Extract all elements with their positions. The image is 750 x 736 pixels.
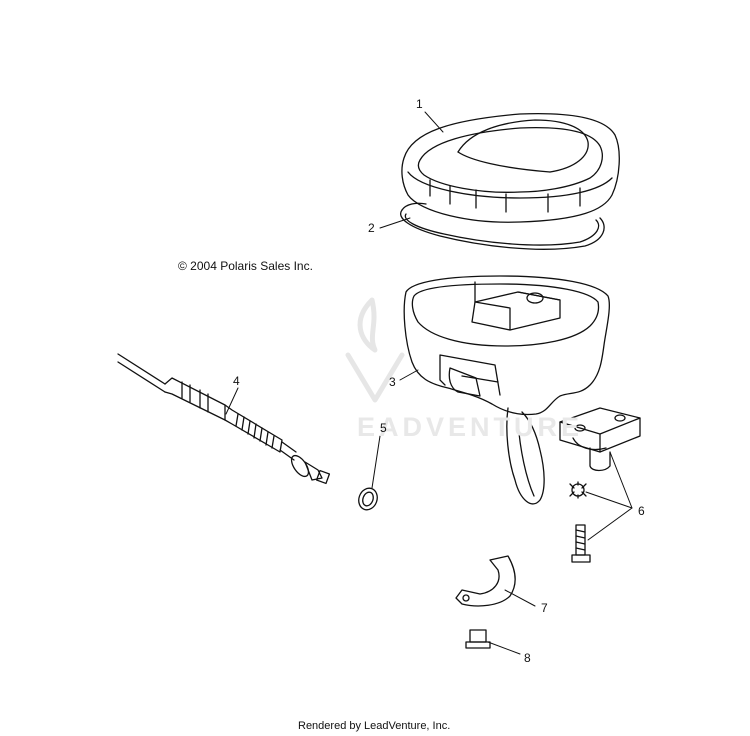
throttle-cable: [117, 353, 331, 485]
o-ring: [358, 487, 378, 511]
throttle-housing: [403, 275, 610, 505]
clamp-assembly: [559, 407, 641, 563]
bracket: [455, 555, 516, 607]
callout-2: 2: [368, 221, 375, 235]
watermark-text: EADVENTURE: [357, 412, 584, 442]
leader-lines: [225, 111, 633, 655]
callout-4: 4: [233, 374, 240, 388]
housing-cover: [401, 113, 620, 223]
gasket: [400, 202, 605, 250]
callout-7: 7: [541, 601, 548, 615]
callout-8: 8: [524, 651, 531, 665]
copyright-text: © 2004 Polaris Sales Inc.: [178, 259, 313, 273]
watermark-logo: [345, 297, 405, 403]
callout-3: 3: [389, 375, 396, 389]
callout-1: 1: [416, 97, 423, 111]
callout-5: 5: [380, 421, 387, 435]
callout-6: 6: [638, 504, 645, 518]
small-screw: [465, 629, 491, 649]
footer-text: Rendered by LeadVenture, Inc.: [298, 720, 451, 732]
